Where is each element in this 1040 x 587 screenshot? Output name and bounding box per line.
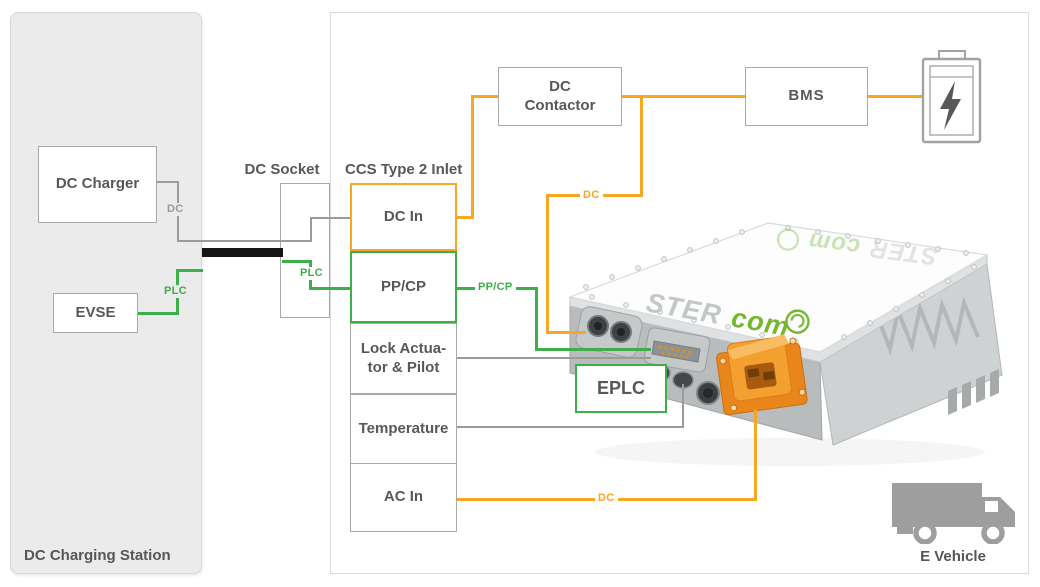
eplc-label: EPLC xyxy=(596,378,645,399)
dc-charger-box: DC Charger xyxy=(38,146,157,223)
charging-cable xyxy=(202,248,283,257)
dsub-connector-icon xyxy=(651,340,701,363)
device-heatsink-fins xyxy=(874,296,980,356)
lightning-bolt-icon xyxy=(940,81,961,130)
bms-label: BMS xyxy=(788,87,825,105)
wire-plc-inlet xyxy=(282,260,312,263)
dc-contactor-box: DC Contactor xyxy=(498,67,622,126)
wire-dcin-contactor xyxy=(455,216,474,219)
dc-socket-box xyxy=(280,183,330,318)
wire-bms-battery xyxy=(868,95,922,98)
inlet-temperature-box: Temperature xyxy=(350,394,457,465)
inlet-ppcp-box: PP/CP xyxy=(350,251,457,323)
device-shadow xyxy=(595,438,985,466)
wire-label-plc-station: PLC xyxy=(161,285,190,298)
wire-label-dc-link: DC xyxy=(580,189,603,202)
evse-box: EVSE xyxy=(53,293,138,333)
bms-box: BMS xyxy=(745,67,868,126)
battery-icon xyxy=(921,50,982,144)
wire-label-ppcp: PP/CP xyxy=(475,281,516,294)
inlet-lock-box: Lock Actua- tor & Pilot xyxy=(350,323,457,394)
dc-charger-label: DC Charger xyxy=(55,175,140,193)
charger-device-image: STER com STER com xyxy=(567,222,1003,466)
station-title: DC Charging Station xyxy=(24,547,171,564)
wire-label-plc-inlet: PLC xyxy=(297,267,326,280)
eplc-box: EPLC xyxy=(575,364,667,413)
wire-dc-station xyxy=(157,181,178,183)
wire-plc-station xyxy=(138,312,179,315)
wire-contactor-bms xyxy=(622,95,745,98)
inlet-ac-in-box: AC In xyxy=(350,463,457,532)
dc-contactor-label: DC Contactor xyxy=(524,77,596,114)
lock-actuator-label: Lock Actua- tor & Pilot xyxy=(360,339,447,376)
ccs-inlet-heading: CCS Type 2 Inlet xyxy=(345,161,463,178)
wire-label-dc-station: DC xyxy=(164,203,187,216)
ppcp-label: PP/CP xyxy=(380,277,426,295)
wire-label-dc-ac: DC xyxy=(595,492,618,505)
wire-dc-device xyxy=(640,96,643,197)
inlet-dc-in-box: DC In xyxy=(350,183,457,251)
wire-lock-device xyxy=(455,357,651,359)
truck-icon xyxy=(892,483,1015,544)
dc-round-connector-icon xyxy=(587,315,632,343)
dc-socket-heading: DC Socket xyxy=(244,161,320,178)
temperature-label: Temperature xyxy=(358,420,449,438)
ac-in-label: AC In xyxy=(383,488,424,506)
evse-label: EVSE xyxy=(75,303,116,321)
device-lid xyxy=(567,222,989,353)
hv-orange-connector-icon xyxy=(716,334,808,416)
stercom-logo-mark xyxy=(785,309,810,334)
vehicle-title: E Vehicle xyxy=(920,548,986,565)
dc-in-label: DC In xyxy=(383,207,424,225)
wire-temperature-device xyxy=(455,426,684,428)
